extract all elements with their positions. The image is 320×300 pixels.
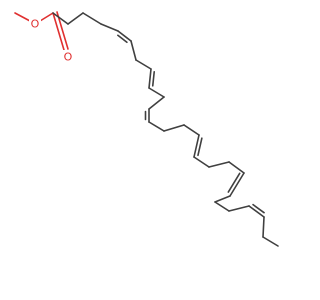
carbonyl-oxygen-label: O: [64, 51, 73, 64]
carbonyl-bond-1: [52, 12, 65, 51]
chain-bond: [208, 161, 230, 168]
chain-bond: [214, 201, 230, 212]
chain-bond: [228, 205, 250, 212]
chain-bond: [262, 236, 279, 247]
chain-bond: [148, 87, 165, 98]
double-bond: [197, 137, 203, 157]
chain-bond: [100, 23, 119, 32]
chain-bond: [193, 156, 210, 168]
chain-bond: [214, 195, 231, 203]
chain-bond: [163, 124, 185, 132]
chain-bond: [148, 68, 152, 89]
chain-bond: [183, 124, 200, 136]
structure-canvas: O O: [14, 11, 279, 247]
molecule-diagram: O O: [14, 11, 279, 247]
chain-bond: [148, 121, 165, 132]
double-bond: [117, 34, 128, 44]
ester-oxygen-label: O: [31, 18, 40, 31]
chain-bond: [193, 134, 200, 158]
chain-bond: [228, 161, 245, 174]
chain-bond: [148, 96, 165, 110]
chain-bond: [52, 12, 69, 25]
chain-bond: [262, 216, 265, 238]
chain-bond: [229, 172, 245, 197]
chain-bond: [82, 12, 102, 25]
double-bond: [252, 203, 265, 214]
ester-oxygen-backdrop: [29, 17, 41, 31]
oxygen-carbonyl-bond: [39, 12, 54, 22]
chain-bond: [248, 205, 265, 218]
methyl-oxygen-bond: [14, 12, 31, 22]
chain-bond: [130, 40, 137, 61]
carbonyl-oxygen-backdrop: [62, 50, 74, 64]
chain-bond: [67, 12, 84, 25]
double-bond: [151, 71, 156, 87]
bond-layer: [14, 11, 279, 247]
atom-label-layer: O O: [29, 17, 74, 64]
double-bond: [227, 172, 241, 193]
chain-bond: [135, 59, 152, 70]
chain-bond: [117, 30, 132, 42]
